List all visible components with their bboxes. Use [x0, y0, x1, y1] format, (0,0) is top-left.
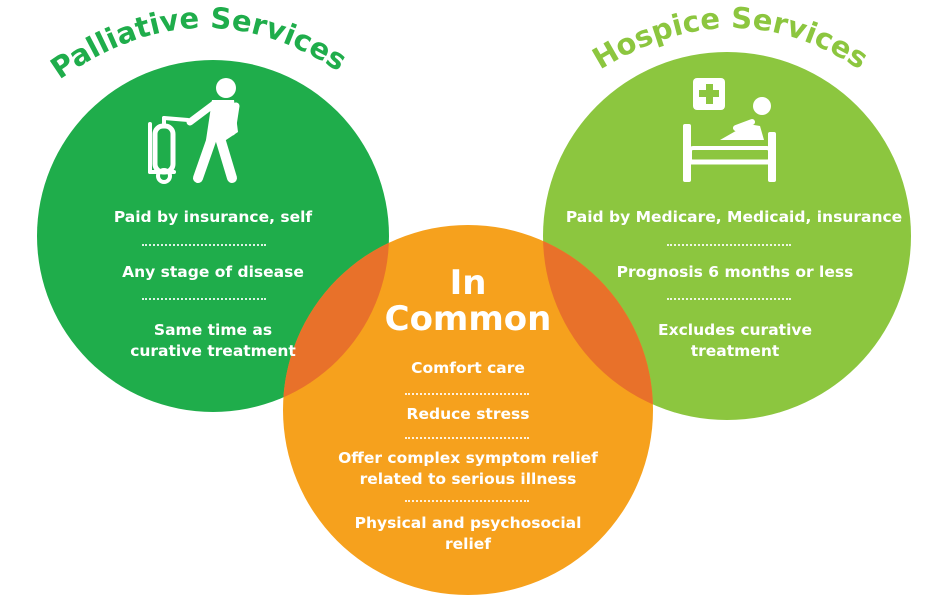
common-circle	[283, 225, 653, 595]
common-item-2: Reduce stress	[406, 405, 530, 423]
palliative-item-1: Paid by insurance, self	[113, 208, 313, 226]
hospice-divider-2	[667, 298, 791, 300]
palliative-item-3: Same time as curative treatment	[130, 321, 296, 360]
common-title-line1: In	[449, 263, 487, 303]
common-divider-2	[405, 437, 529, 439]
common-item-4: Physical and psychosocial relief	[354, 514, 582, 553]
person-with-oxygen-tank-icon	[148, 78, 240, 184]
hospice-item-1: Paid by Medicare, Medicaid, insurance	[565, 208, 903, 226]
palliative-circle	[37, 60, 389, 412]
hospice-item-2: Prognosis 6 months or less	[616, 263, 854, 281]
common-divider-1	[405, 393, 529, 395]
common-title-line2: Common	[384, 299, 552, 339]
palliative-divider-1	[142, 244, 266, 246]
hospital-bed-icon	[683, 97, 776, 182]
common-item-3: Offer complex symptom relief related to …	[338, 449, 598, 488]
hospice-item-3: Excludes curative treatment	[657, 321, 813, 360]
hospice-circle	[543, 52, 911, 420]
hospice-divider-1	[667, 244, 791, 246]
medical-cross-icon	[693, 78, 725, 110]
palliative-item-2: Any stage of disease	[122, 263, 304, 281]
common-item-1: Comfort care	[411, 359, 525, 377]
common-divider-3	[405, 500, 529, 502]
palliative-divider-2	[142, 298, 266, 300]
